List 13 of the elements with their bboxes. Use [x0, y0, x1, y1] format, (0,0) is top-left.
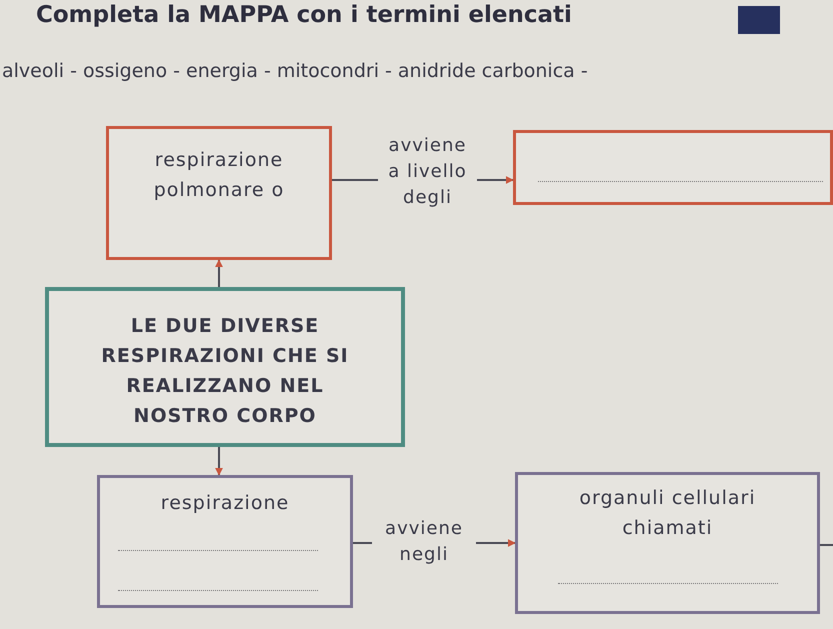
concept-box [106, 126, 332, 260]
concept-box [515, 472, 820, 614]
concept-box [97, 475, 353, 608]
concept-text: respirazione [160, 491, 290, 516]
empty-answer-box [513, 130, 833, 205]
word-list: alveoli - ossigeno - energia - mitocondri - anidride carbonica - [2, 60, 588, 82]
heading-text: LE DUE DIVERSE RESPIRAZIONI CHE SI REALIZZANO NEL NOSTRO CORPO [100, 314, 350, 429]
concept-box [45, 287, 405, 447]
connector-arrow [215, 447, 223, 476]
concept-text: respirazione polmonare o [152, 148, 286, 203]
concept-text: organuli cellulari chiamati [578, 486, 757, 541]
worksheet-title: Completa la MAPPA con i termini elencati [36, 2, 572, 28]
connector-arrow [215, 259, 223, 287]
